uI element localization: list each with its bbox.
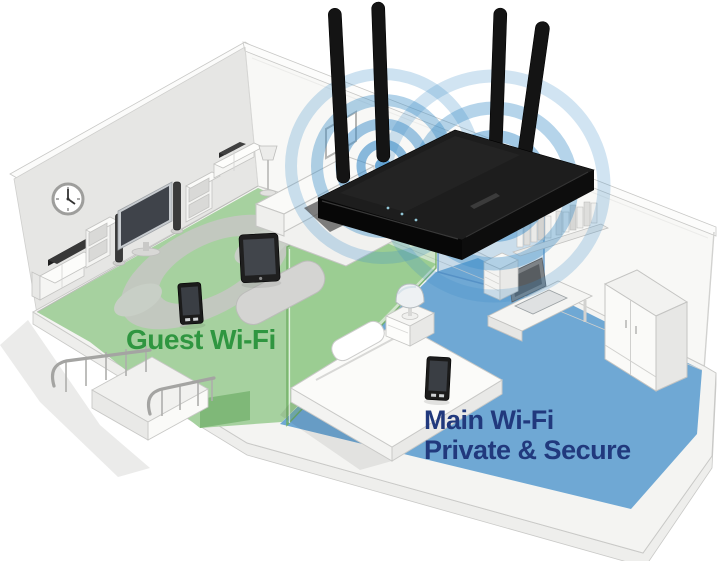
guest-wifi-label: Guest Wi-Fi — [126, 324, 276, 355]
stair-landing — [91, 356, 209, 441]
ground-shadow — [0, 320, 150, 477]
media-cabinet — [31, 251, 100, 301]
sideboard — [213, 142, 264, 179]
drawer-unit — [483, 252, 519, 301]
bookshelf-left — [85, 216, 119, 269]
wireless-router — [304, 1, 595, 260]
tablet — [238, 232, 282, 289]
bed — [280, 321, 503, 470]
flat-screen-tv — [117, 181, 173, 257]
router-antenna-1 — [328, 7, 351, 184]
soundbar — [219, 142, 246, 158]
floor-lamp — [258, 145, 278, 197]
books — [516, 201, 598, 248]
main-wifi-label: Main Wi-Fi Private & Secure — [424, 405, 631, 465]
wardrobe — [603, 269, 689, 392]
stair-railing — [50, 346, 216, 416]
main-wifi-label-line1: Main Wi-Fi — [424, 405, 554, 435]
wall-clock — [51, 182, 85, 216]
shelf-unit — [185, 171, 221, 223]
wall-shelf — [512, 201, 609, 257]
router-body — [304, 129, 595, 260]
router-antenna-2 — [371, 1, 391, 163]
shelf-board — [512, 223, 609, 257]
speaker-right — [170, 181, 184, 234]
guest-smartphone — [177, 282, 206, 330]
dvd-player — [48, 239, 95, 266]
bed-smartphone — [423, 356, 452, 406]
table-lamp — [395, 283, 425, 320]
main-wifi-label-line2: Private & Secure — [424, 435, 631, 465]
pillow — [331, 320, 385, 362]
